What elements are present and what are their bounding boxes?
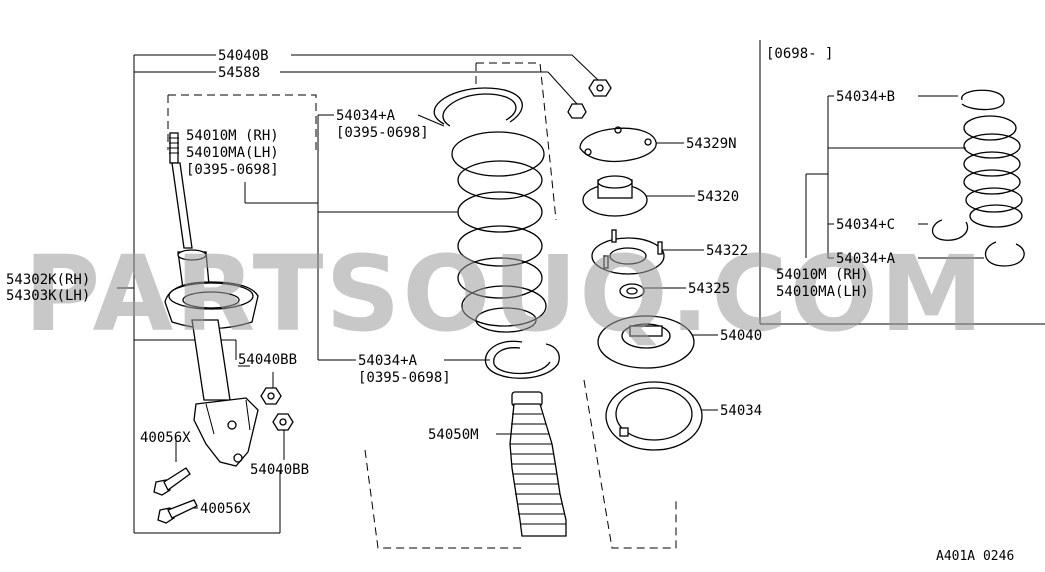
- label-shock-lh: 54303K(LH): [6, 288, 90, 304]
- label-lower-seat: 54034: [720, 403, 762, 419]
- label-bolt-top: 54040B: [218, 48, 269, 64]
- label-bolt-b: 40056X: [200, 501, 251, 517]
- bolt-b: [157, 499, 198, 524]
- inset-panel: [759, 40, 1045, 325]
- label-seat-upper-range: [0395-0698]: [336, 125, 429, 141]
- inset-label-strut-lh: 54010MA(LH): [776, 284, 869, 300]
- label-bound-bumper: 54050M: [428, 427, 479, 443]
- part-labels: 54040B 54588 54010M (RH) 54010MA(LH) [03…: [6, 46, 1014, 564]
- label-bearing: 54325: [688, 281, 730, 297]
- label-upper-seat: 54040: [720, 328, 762, 344]
- shock-absorber-illustration: [164, 132, 259, 467]
- nut-upper: [260, 387, 282, 405]
- mount-plate: [579, 126, 657, 162]
- top-nut: [588, 79, 612, 97]
- label-bolt-a: 40056X: [140, 430, 191, 446]
- label-washer-top: 54588: [218, 65, 260, 81]
- label-shock-rh: 54302K(RH): [6, 272, 90, 288]
- label-mount-bracket: 54322: [706, 243, 748, 259]
- assembly-outlines: [167, 62, 677, 549]
- lower-spring-seat: [605, 381, 703, 451]
- label-strut-rh: 54010M (RH): [186, 128, 279, 144]
- seat-upper-ring: [433, 87, 523, 127]
- upper-spring-seat: [597, 315, 695, 369]
- nut-lower: [272, 413, 294, 431]
- label-mount-plate: 54329N: [686, 136, 737, 152]
- mount-insulator: [582, 175, 648, 217]
- seat-lower-ring: [484, 340, 560, 379]
- label-seat-upper: 54034+A: [336, 108, 396, 124]
- label-nut-lower: 54040BB: [250, 462, 309, 478]
- inset-label-spring-a: 54034+A: [836, 251, 896, 267]
- label-mount-insulator: 54320: [697, 189, 739, 205]
- label-nut-upper: 54040BB: [238, 352, 297, 368]
- coil-spring: [451, 131, 547, 333]
- watermark-text: PARTSOUQ.COM: [24, 233, 985, 355]
- inset-label-spring-c: 54034+C: [836, 217, 895, 233]
- leader-lines: [117, 54, 718, 534]
- inset-label-strut-rh: 54010M (RH): [776, 267, 869, 283]
- figure-code: A401A 0246: [936, 549, 1014, 564]
- inset-label-spring-b: 54034+B: [836, 89, 895, 105]
- mount-bracket: [591, 229, 665, 275]
- bearing: [619, 283, 645, 299]
- label-strut-lh: 54010MA(LH): [186, 145, 279, 161]
- label-seat-lower: 54034+A: [358, 353, 418, 369]
- label-strut-range: [0395-0698]: [186, 162, 279, 178]
- top-washer: [567, 103, 587, 119]
- bolt-a: [153, 467, 191, 496]
- label-seat-lower-range: [0395-0698]: [358, 370, 451, 386]
- bound-bumper: [509, 391, 567, 537]
- inset-date-range: [0698- ]: [766, 46, 833, 62]
